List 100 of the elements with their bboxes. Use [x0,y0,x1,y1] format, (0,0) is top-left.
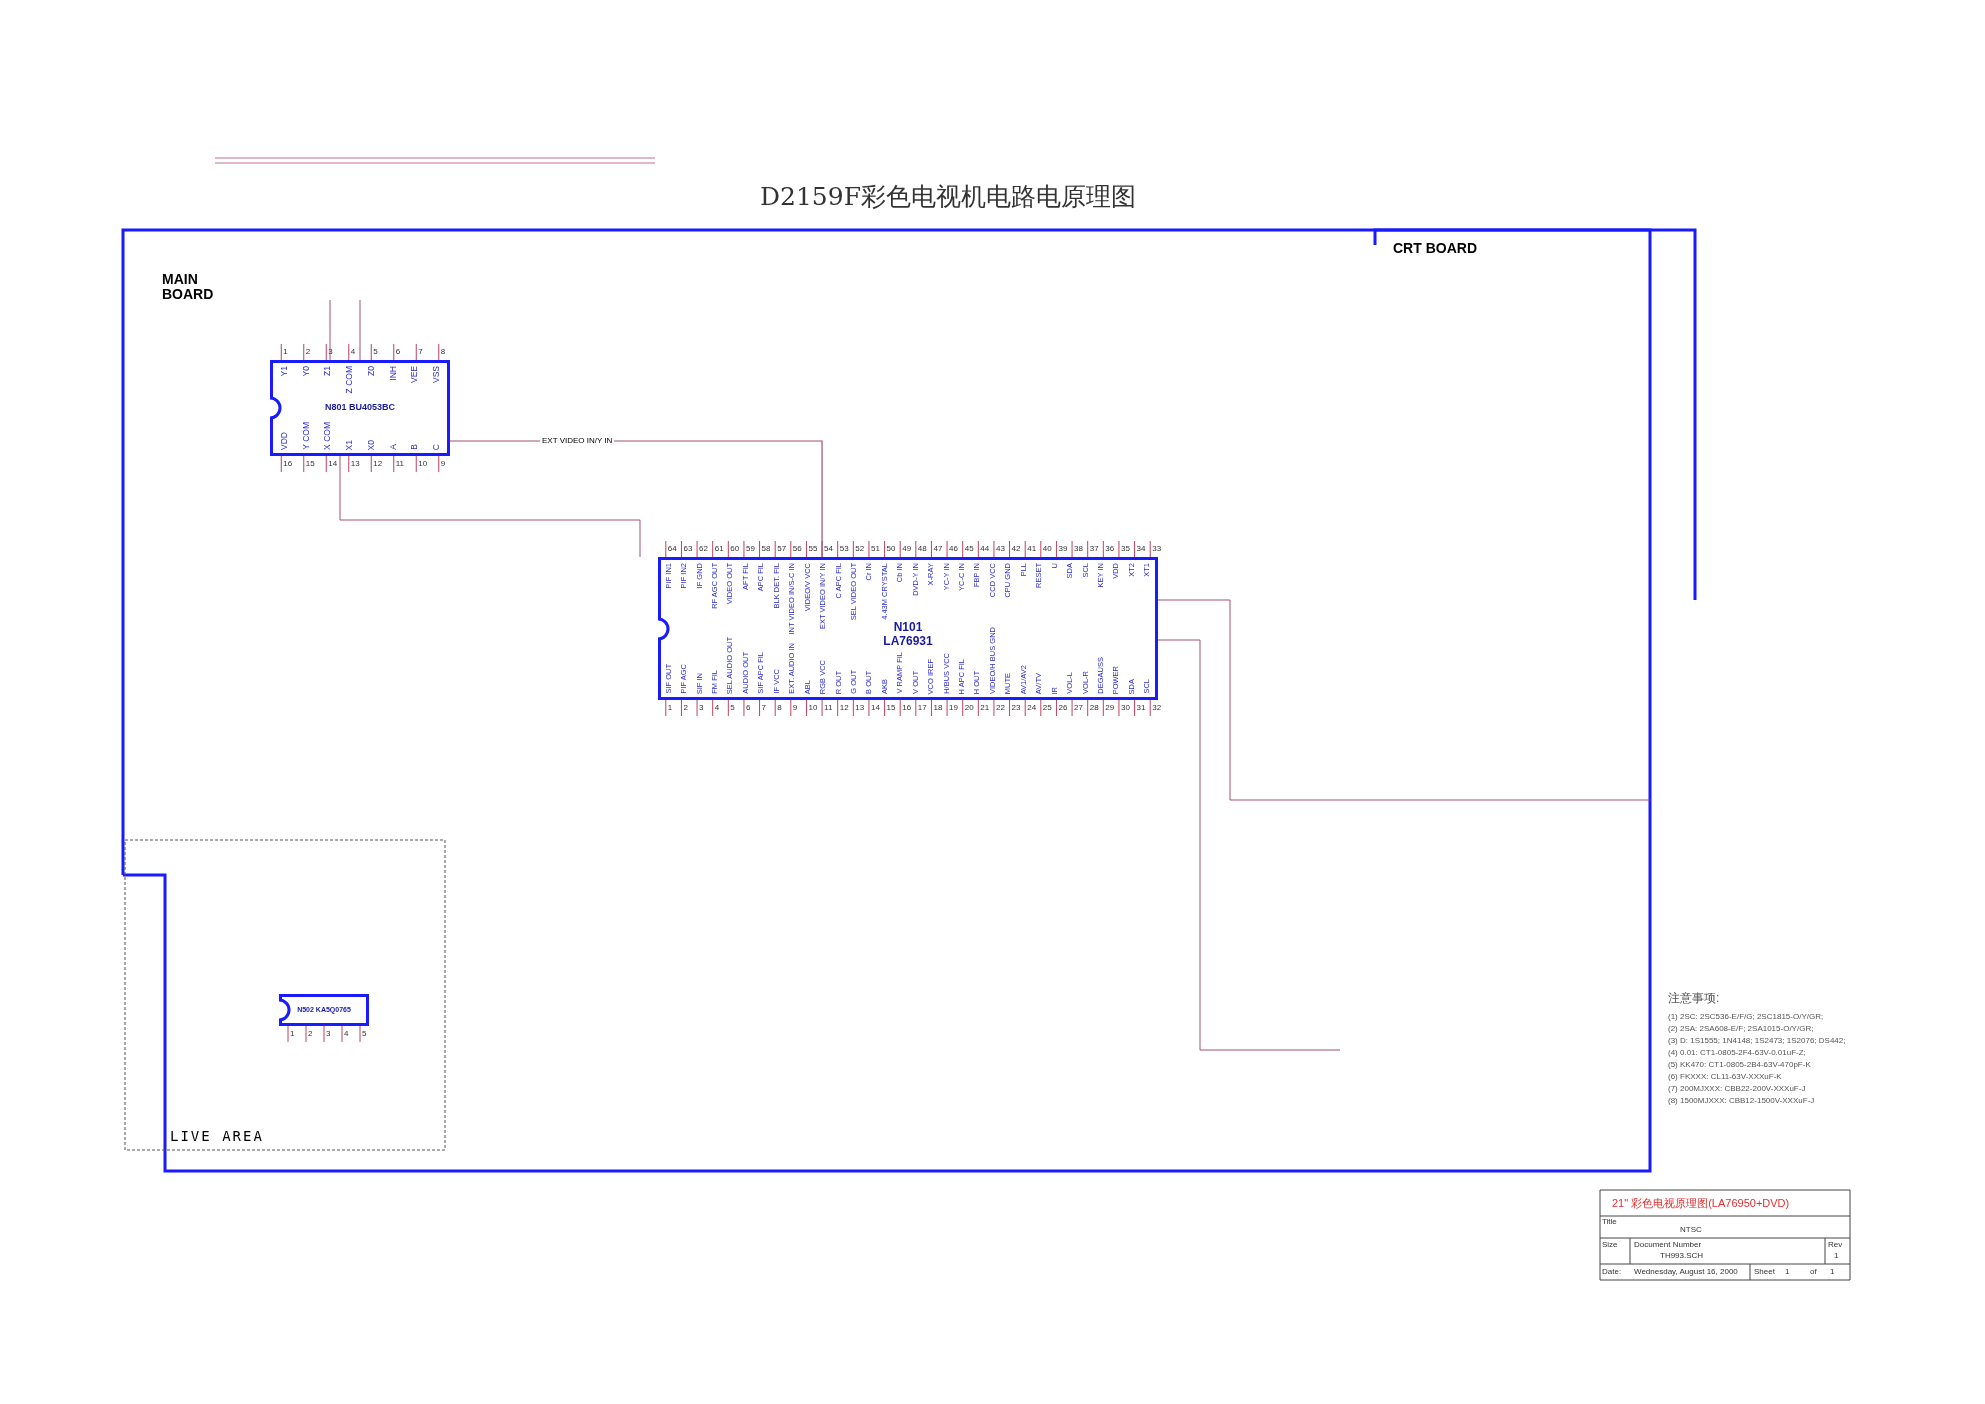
pin-number: 14 [870,704,880,712]
pin-label: X1 [345,439,354,450]
pin-number: 43 [995,545,1005,553]
pin-number: 49 [902,545,912,553]
pin-number: 29 [1105,704,1115,712]
title: D2159F彩色电视机电路电原理图 [760,181,1136,213]
pin-number: 16 [902,704,912,712]
pin-number: 60 [730,545,740,553]
pin-number: 11 [395,460,405,468]
pin-number: 31 [1136,704,1146,712]
pin-number: 22 [995,704,1005,712]
note-text: (4) 0.01: CT1-0805-2F4-63V-0.01uF-Z; [1668,1048,1806,1057]
pin-number: 52 [855,545,865,553]
pin-number: 26 [1058,704,1068,712]
pin-number: 8 [777,704,782,712]
pin-label: Z1 [323,366,332,376]
pin-number: 64 [667,545,677,553]
note-text: 注意事项: [1668,990,1720,1007]
pin-number: 33 [1152,545,1162,553]
field-label: of [1810,1267,1817,1276]
pin-number: 54 [824,545,833,553]
pin-number: 39 [1058,545,1068,553]
pin-label: A [388,444,397,450]
pin-number: 15 [886,704,896,712]
note-text: (1) 2SC: 2SC536-E/F/G; 2SC1815-O/Y/GR; [1668,1012,1824,1021]
field-value: 1 [1785,1267,1790,1276]
pin-number: 2 [308,1030,313,1038]
pin-number: 63 [683,545,693,553]
pin-number: 20 [964,704,974,712]
pin-number: 19 [949,704,958,712]
pin-number: 1 [290,1030,295,1038]
pin-number: 38 [1074,545,1083,553]
pin-label: Y1 [279,366,288,377]
pin-number: 34 [1136,545,1146,553]
pin-label: Z0 [366,366,375,376]
field-label: Title [1602,1217,1617,1226]
pin-number: 44 [980,545,990,553]
pin-label: B [410,444,419,450]
pin-label: VDD [279,432,288,450]
board-label: MAIN BOARD [162,272,215,302]
pin-number: 3 [328,348,333,356]
pin-number: 18 [933,704,943,712]
pin-number: 10 [808,704,818,712]
pin-number: 3 [326,1030,331,1038]
pin-number: 13 [350,460,360,468]
pin-number: 56 [792,545,802,553]
pin-number: 4 [344,1030,349,1038]
note-text: (7) 200MJXXX: CBB22-200V-XXXuF-J [1668,1084,1806,1093]
note-text: (6) FKXXX: CL11-63V-XXXuF-K [1668,1072,1782,1081]
pin-number: 37 [1089,545,1099,553]
pin-number: 41 [1027,545,1037,553]
field-value: 1 [1830,1267,1835,1276]
pin-number: 7 [761,704,766,712]
pin-number: 48 [917,545,927,553]
field-value: NTSC [1680,1225,1702,1234]
field-value: 1 [1834,1251,1839,1260]
chip-label: N801 BU4053BC [323,402,396,412]
pin-number: 40 [1042,545,1052,553]
pin-label: VEE [410,366,419,383]
pin-number: 21 [980,704,990,712]
pin-number: 51 [870,545,880,553]
pin-number: 28 [1089,704,1099,712]
field-label: Sheet [1754,1267,1775,1276]
pin-number: 58 [761,545,771,553]
field-value: Wednesday, August 16, 2000 [1634,1267,1738,1276]
pin-number: 4 [714,704,720,712]
pin-number: 23 [1011,704,1021,712]
drawing-title: 21" 彩色电视原理图(LA76950+DVD) [1612,1196,1790,1211]
pin-number: 14 [328,460,338,468]
chip-label: N101 LA76931 [883,619,934,648]
pin-number: 1 [667,704,673,712]
pin-number: 16 [283,460,293,468]
pin-number: 35 [1120,545,1130,553]
pin-number: 9 [440,460,446,468]
pin-label: C [432,443,441,450]
pin-number: 12 [839,704,849,712]
board-label: CRT BOARD [1393,240,1477,256]
pin-label: X COM [323,422,332,450]
pin-number: 2 [305,348,311,356]
pin-number: 53 [839,545,849,553]
pin-label: Y0 [301,366,310,377]
pin-number: 15 [305,460,315,468]
pin-number: 61 [714,545,724,553]
pin-number: 30 [1120,704,1130,712]
pin-number: 5 [362,1030,367,1038]
pin-number: 12 [373,460,383,468]
pin-number: 7 [418,348,423,356]
note-text: (3) D: 1S1555; 1N4148; 1S2473; 1S2076; DS442; [1668,1036,1846,1045]
ic-chip [270,360,450,456]
note-text: (2) 2SA: 2SA608-E/F; 2SA1015-O/Y/GR; [1668,1024,1814,1033]
field-label: Rev [1828,1240,1843,1249]
pin-number: 17 [917,704,927,712]
pin-number: 47 [933,545,943,553]
pin-number: 2 [683,704,688,712]
pin-number: 4 [350,348,356,356]
pin-number: 25 [1042,704,1052,712]
field-label: Date: [1602,1267,1622,1276]
field-value: TH993.SCH [1660,1251,1704,1260]
pin-number: 45 [964,545,974,553]
pin-number: 5 [730,704,735,712]
